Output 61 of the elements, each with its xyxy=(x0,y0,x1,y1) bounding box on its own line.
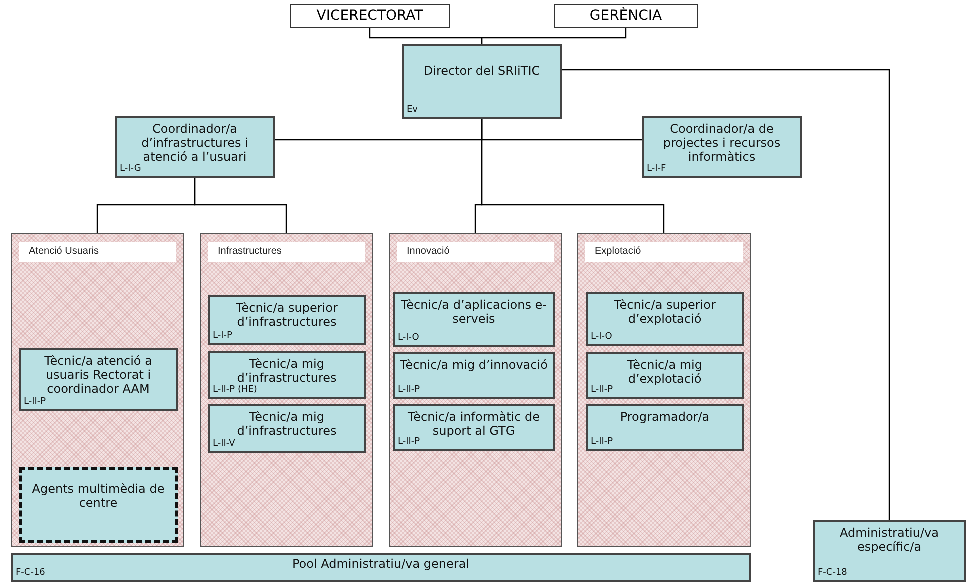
dashed-role-box xyxy=(19,467,178,543)
role-box xyxy=(393,404,555,451)
grade-code: L-II-P xyxy=(591,385,614,396)
role-title: Tècnic/a mig d’infrastructures xyxy=(236,410,338,438)
grade-code: F-C-18 xyxy=(818,568,848,579)
role-box xyxy=(813,520,966,582)
department-panel xyxy=(389,233,562,547)
department-panel xyxy=(577,233,751,547)
grade-code: Ev xyxy=(407,105,418,116)
role-box xyxy=(586,292,744,346)
connector-line xyxy=(481,28,627,44)
grade-code: L-I-G xyxy=(120,164,142,175)
grade-code: L-I-O xyxy=(398,333,420,344)
role-box xyxy=(115,116,275,178)
role-title: Tècnic/a mig d’explotació xyxy=(626,358,704,386)
grade-code: L-II-P xyxy=(398,385,420,396)
role-title: Coordinador/a d’infrastructures i atenció a l’usuari xyxy=(141,122,250,164)
grade-code: L-II-P xyxy=(24,397,46,408)
role-box xyxy=(11,553,751,582)
role-title: Tècnic/a mig d’infrastructures xyxy=(236,357,338,385)
grade-code: L-II-P xyxy=(398,437,420,448)
grade-code: L-I-O xyxy=(591,332,612,343)
grade-code: L-II-P (HE) xyxy=(213,385,258,396)
role-box xyxy=(208,295,366,345)
grade-code: F-C-16 xyxy=(16,568,46,579)
role-box xyxy=(208,404,366,453)
role-title: Tècnic/a mig d’innovació xyxy=(399,358,549,372)
role-box xyxy=(586,352,744,399)
panel-heading: Infrastructures xyxy=(208,242,365,262)
grade-code: L-I-F xyxy=(647,164,666,175)
role-title: Agents multimèdia de centre xyxy=(31,482,166,510)
role-box xyxy=(208,351,366,399)
role-title: Director del SRIiTIC xyxy=(422,63,542,80)
panel-heading: Explotació xyxy=(585,242,743,262)
org-box: GERÈNCIA xyxy=(554,4,698,28)
role-box xyxy=(642,116,802,178)
org-box: VICERECTORAT xyxy=(290,4,450,28)
role-title: Programador/a xyxy=(619,410,711,424)
connector-line xyxy=(194,178,288,233)
role-title: Tècnic/a superior d’explotació xyxy=(613,298,717,326)
role-title: Tècnic/a superior d’infrastructures xyxy=(235,301,339,329)
department-panel xyxy=(11,233,184,547)
connector-line xyxy=(562,69,890,520)
role-title: Pool Administratiu/va general xyxy=(291,557,471,571)
role-box xyxy=(393,352,555,399)
panel-heading: Atenció Usuaris xyxy=(19,242,176,262)
connector-line xyxy=(481,119,665,233)
role-title: Tècnic/a atenció a usuaris Rectorat i coordinador AAM xyxy=(44,354,154,396)
role-title: Administratiu/va específic/a xyxy=(839,526,940,554)
role-title: Tècnic/a d’aplicacions e-serveis xyxy=(400,298,548,326)
panel-heading: Innovació xyxy=(397,242,554,262)
role-box xyxy=(393,292,555,347)
role-box xyxy=(586,404,744,451)
department-panel xyxy=(200,233,373,547)
grade-code: L-II-P xyxy=(591,437,614,448)
role-box xyxy=(402,44,562,119)
grade-code: L-I-P xyxy=(213,331,232,342)
grade-code: L-II-V xyxy=(213,439,236,450)
role-title: Tècnic/a informàtic de suport al GTG xyxy=(408,410,542,438)
role-box xyxy=(19,348,178,411)
role-title: Coordinador/a de projectes i recursos informàtics xyxy=(662,122,782,164)
